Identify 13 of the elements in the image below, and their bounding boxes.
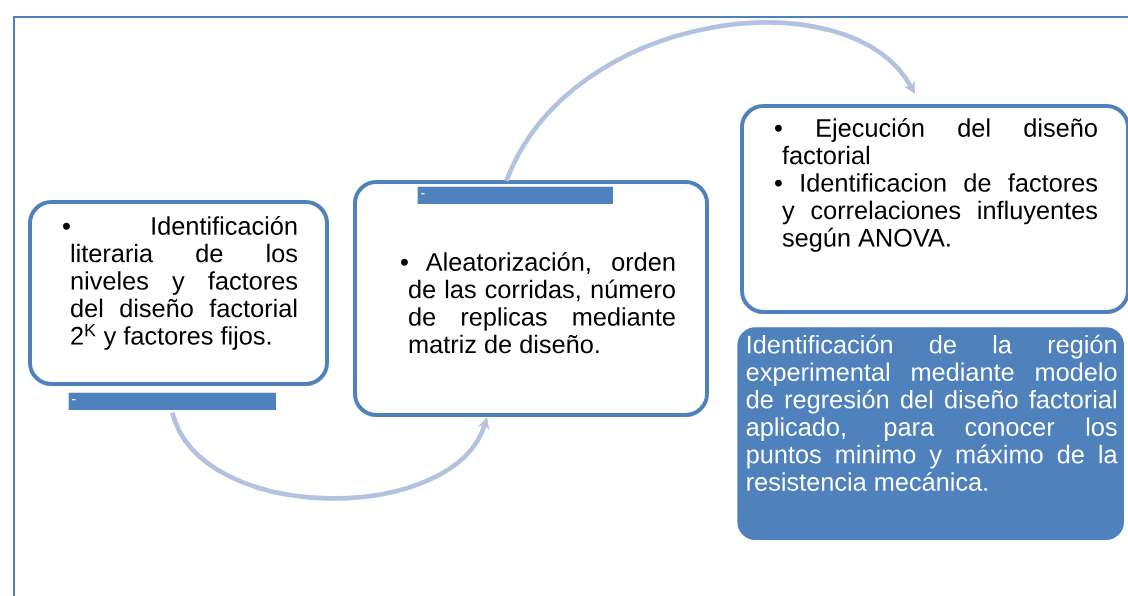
label-bar — [66, 390, 279, 413]
bar-text: - — [72, 399, 76, 401]
bullet-text: • Identificación literaria de los niveles y factores del diseño factorial 2$^{K}$ y factores fijos. — [63, 216, 298, 350]
result-box — [736, 326, 1126, 542]
curved-arrow — [504, 20, 915, 183]
step-box — [740, 104, 1128, 314]
bar-text: - — [421, 193, 425, 195]
bullet-text: • Aleatorización, orden de las corridas, número de replicas mediante matriz de diseño. — [401, 252, 675, 354]
step-box — [353, 180, 709, 417]
bullet-text: • Identificacion de factores y correlaciones influyentes según ANOVA. — [775, 173, 1098, 252]
bullet-text: Identificación de la región experimental mediante modelo de regresión del diseño factorial aplicado, para conocer los puntos minimo y máximo de la resistencia mecánica. — [746, 334, 1118, 491]
bullet-text: • Ejecución del diseño factorial — [775, 118, 1097, 165]
step-box — [28, 200, 329, 386]
